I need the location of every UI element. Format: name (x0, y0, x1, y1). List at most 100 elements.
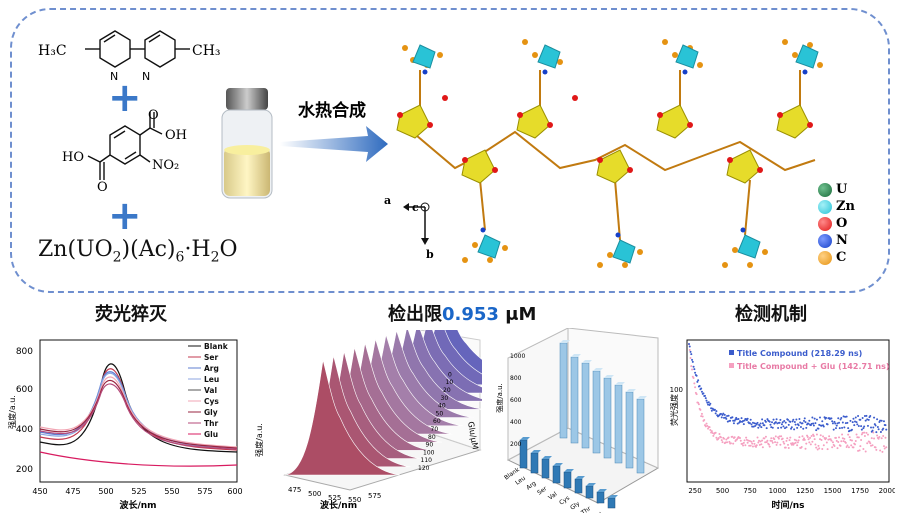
decay-point-glu (692, 377, 695, 380)
decay-point-compound (817, 427, 820, 430)
decay-point-glu (695, 393, 698, 396)
x-tick: 475 (288, 486, 301, 494)
decay-point-glu (840, 440, 843, 443)
y-tick: 400 (16, 425, 33, 435)
decay-point-glu (794, 441, 797, 444)
legend-n: N (818, 233, 855, 248)
decay-point-glu (791, 442, 794, 445)
decay-point-glu (777, 437, 780, 440)
decay-point-glu (697, 403, 700, 406)
decay-point-glu (885, 446, 888, 449)
decay-point-glu (860, 439, 863, 442)
decay-point-glu (790, 443, 793, 446)
decay-point-glu (761, 439, 764, 442)
x-tick: Gly (569, 500, 581, 512)
decay-point-glu (873, 437, 876, 440)
x-tick: 250 (688, 487, 701, 495)
y-axis-label: 强度/a.u. (7, 395, 17, 429)
decay-point-compound (874, 424, 877, 427)
decay-point-compound (771, 421, 774, 424)
x-tick: 500 (308, 490, 321, 498)
decay-point-glu (691, 368, 694, 371)
decay-point-compound (690, 353, 693, 356)
legend-zn: Zn (818, 199, 855, 214)
decay-point-compound (765, 427, 768, 430)
decay-point-glu (751, 445, 754, 448)
decay-point-glu (750, 440, 753, 443)
decay-point-glu (866, 442, 869, 445)
decay-point-compound (854, 420, 857, 423)
decay-point-compound (822, 425, 825, 428)
x-tick: 750 (743, 487, 756, 495)
decay-point-compound (719, 412, 722, 415)
decay-point-glu (780, 435, 783, 438)
decay-point-compound (722, 412, 725, 415)
quench-spectra-chart: 200 400 600 800 450 475 500 525 550 575 … (7, 339, 243, 511)
decay-point-glu (694, 386, 697, 389)
decay-point-glu (880, 437, 883, 440)
decay-point-glu (795, 439, 798, 442)
reagent2-oh-left: HO (62, 150, 84, 165)
bar-control (563, 469, 574, 489)
reagent2-no2: NO₂ (152, 158, 180, 173)
decay-point-glu (700, 412, 703, 415)
decay-point-compound (847, 427, 850, 430)
decay-point-compound (831, 422, 834, 425)
decay-point-compound (689, 350, 692, 353)
decay-point-compound (811, 416, 814, 419)
plus-sign: + (108, 75, 142, 121)
bipyridine-structure: N N (85, 30, 190, 83)
decay-point-compound (696, 380, 699, 383)
decay-point-compound (736, 422, 739, 425)
decay-point-compound (751, 421, 754, 424)
x-tick: 550 (348, 496, 361, 504)
decay-point-glu (870, 444, 873, 447)
bar-quench (570, 354, 581, 444)
decay-point-glu (789, 436, 792, 439)
decay-point-glu (819, 434, 822, 437)
decay-point-compound (710, 409, 713, 412)
decay-point-compound (726, 420, 729, 423)
decay-point-glu (752, 440, 755, 443)
decay-point-compound (688, 345, 691, 348)
x-tick: Arg (525, 480, 538, 492)
decay-point-compound (707, 403, 710, 406)
x-tick: 525 (131, 487, 146, 496)
decay-point-glu (704, 425, 707, 428)
decay-point-compound (836, 422, 839, 425)
decay-point-compound (760, 426, 763, 429)
x-tick: 575 (368, 492, 381, 500)
decay-point-compound (715, 410, 718, 413)
decay-point-glu (818, 438, 821, 441)
decay-point-compound (738, 421, 741, 424)
z-tick: 30 (441, 395, 449, 402)
decay-point-glu (755, 444, 758, 447)
decay-point-glu (749, 444, 752, 447)
decay-point-compound (707, 401, 710, 404)
decay-point-glu (846, 444, 849, 447)
decay-point-compound (866, 418, 869, 421)
z-tick: 110 (421, 457, 433, 464)
decay-point-compound (872, 426, 875, 429)
decay-point-glu (847, 446, 850, 449)
decay-point-glu (844, 441, 847, 444)
decay-point-compound (789, 420, 792, 423)
x-tick: Glu (591, 510, 603, 513)
decay-point-compound (795, 418, 798, 421)
decay-point-glu (690, 365, 693, 368)
decay-point-glu (812, 435, 815, 438)
decay-point-glu (821, 447, 824, 450)
decay-point-compound (754, 424, 757, 427)
decay-point-glu (739, 439, 742, 442)
decay-point-compound (781, 421, 784, 424)
decay-point-glu (745, 436, 748, 439)
decay-point-compound (698, 384, 701, 387)
decay-point-glu (806, 436, 809, 439)
decay-point-glu (732, 442, 735, 445)
decay-point-compound (864, 419, 867, 422)
decay-point-glu (693, 382, 696, 385)
decay-point-glu (763, 437, 766, 440)
decay-point-glu (822, 444, 825, 447)
decay-point-glu (849, 438, 852, 441)
decay-point-glu (688, 349, 691, 352)
